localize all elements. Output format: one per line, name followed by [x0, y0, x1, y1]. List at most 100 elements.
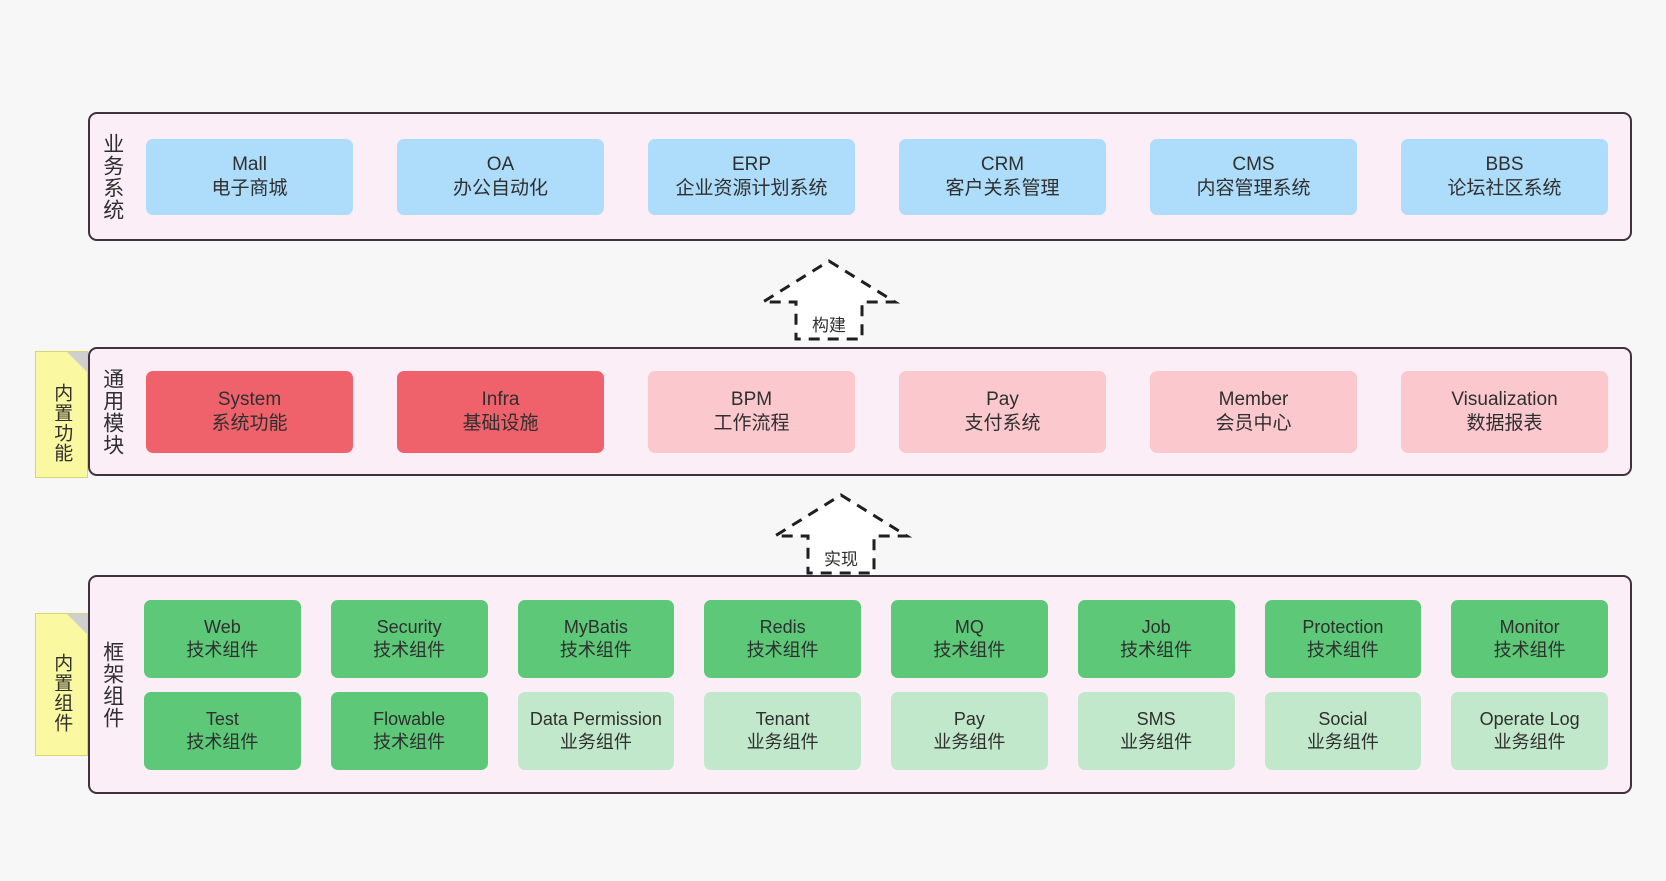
card-title: Job: [1141, 616, 1171, 637]
card-oa[interactable]: OA 办公自动化: [397, 138, 604, 215]
card-tenant[interactable]: Tenant 业务组件: [704, 691, 861, 770]
card-title: Mall: [232, 153, 267, 175]
card-test[interactable]: Test 技术组件: [144, 691, 301, 770]
card-subtitle: 技术组件: [559, 639, 632, 660]
card-subtitle: 支付系统: [964, 412, 1041, 434]
card-title: Operate Log: [1479, 708, 1580, 729]
card-title: Visualization: [1451, 388, 1558, 410]
note-builtin-function: 内置功能: [35, 351, 88, 478]
card-subtitle: 会员中心: [1215, 412, 1292, 434]
note-builtin-component: 内置组件: [35, 613, 88, 756]
card-title: Protection: [1302, 616, 1384, 637]
card-pay-business[interactable]: Pay 业务组件: [891, 691, 1048, 770]
card-bbs[interactable]: BBS 论坛社区系统: [1401, 138, 1608, 215]
card-flowable[interactable]: Flowable 技术组件: [330, 691, 488, 770]
layer-business-systems: 业务系统 Mall 电子商城 OA 办公自动化 ERP 企业资源计划系统 CRM…: [88, 112, 1632, 241]
card-security[interactable]: Security 技术组件: [330, 599, 488, 678]
arrow-implement-shape: [769, 493, 913, 575]
card-social[interactable]: Social 业务组件: [1264, 691, 1422, 770]
card-subtitle: 论坛社区系统: [1447, 177, 1562, 199]
layer-common-modules: 通用模块 System 系统功能 Infra 基础设施 BPM 工作流程 Pay…: [88, 347, 1632, 476]
card-subtitle: 业务组件: [1306, 731, 1379, 752]
card-subtitle: 数据报表: [1466, 412, 1543, 434]
card-monitor[interactable]: Monitor 技术组件: [1451, 599, 1608, 678]
card-subtitle: 业务组件: [1120, 731, 1193, 752]
card-mq[interactable]: MQ 技术组件: [891, 599, 1048, 678]
layer-label-business-systems: 业务系统: [100, 132, 124, 221]
card-subtitle: 技术组件: [746, 639, 819, 660]
card-title: ERP: [731, 153, 772, 175]
card-subtitle: 技术组件: [373, 639, 446, 660]
layer-body-common-modules: System 系统功能 Infra 基础设施 BPM 工作流程 Pay 支付系统…: [134, 349, 1630, 474]
card-protection[interactable]: Protection 技术组件: [1264, 599, 1422, 678]
card-subtitle: 技术组件: [1120, 639, 1193, 660]
card-title: MQ: [954, 616, 984, 637]
card-title: Web: [204, 616, 241, 637]
layer-body-framework-components: Web 技术组件 Security 技术组件 MyBatis 技术组件 Redi…: [134, 577, 1630, 792]
card-subtitle: 电子商城: [211, 177, 288, 199]
layer-framework-components: 框架组件 Web 技术组件 Security 技术组件 MyBatis 技术组件…: [88, 575, 1632, 794]
card-bpm[interactable]: BPM 工作流程: [648, 370, 855, 453]
card-subtitle: 企业资源计划系统: [675, 177, 828, 199]
card-title: BBS: [1485, 153, 1524, 175]
card-system[interactable]: System 系统功能: [146, 370, 353, 453]
card-title: Security: [376, 616, 442, 637]
note-label: 内置组件: [51, 652, 73, 733]
arrow-implement-label: 实现: [824, 550, 858, 569]
card-subtitle: 技术组件: [186, 731, 259, 752]
card-subtitle: 技术组件: [1306, 639, 1379, 660]
card-subtitle: 内容管理系统: [1196, 177, 1311, 199]
layer-body-business-systems: Mall 电子商城 OA 办公自动化 ERP 企业资源计划系统 CRM 客户关系…: [134, 114, 1630, 239]
framework-row-business: Test 技术组件 Flowable 技术组件 Data Permission …: [144, 691, 1608, 770]
card-title: Test: [205, 708, 239, 729]
framework-row-tech: Web 技术组件 Security 技术组件 MyBatis 技术组件 Redi…: [144, 599, 1608, 678]
card-subtitle: 系统功能: [211, 412, 288, 434]
card-subtitle: 技术组件: [933, 639, 1006, 660]
card-subtitle: 工作流程: [713, 412, 790, 434]
card-title: Member: [1218, 388, 1289, 410]
card-title: CRM: [980, 153, 1025, 175]
card-operate-log[interactable]: Operate Log 业务组件: [1451, 691, 1608, 770]
card-title: MyBatis: [563, 616, 628, 637]
card-pay[interactable]: Pay 支付系统: [899, 370, 1106, 453]
arrow-build-shape: [757, 259, 901, 341]
card-crm[interactable]: CRM 客户关系管理: [899, 138, 1106, 215]
card-data-permission[interactable]: Data Permission 业务组件: [517, 691, 675, 770]
card-web[interactable]: Web 技术组件: [144, 599, 301, 678]
card-title: Flowable: [373, 708, 446, 729]
card-mybatis[interactable]: MyBatis 技术组件: [517, 599, 675, 678]
arrow-build: 构建: [757, 258, 901, 342]
note-fold-corner-icon: [67, 352, 87, 372]
card-title: Monitor: [1499, 616, 1560, 637]
card-subtitle: 基础设施: [462, 412, 539, 434]
card-subtitle: 技术组件: [1493, 639, 1566, 660]
card-subtitle: 业务组件: [1493, 731, 1566, 752]
card-infra[interactable]: Infra 基础设施: [397, 370, 604, 453]
card-subtitle: 技术组件: [373, 731, 446, 752]
card-subtitle: 业务组件: [933, 731, 1006, 752]
card-subtitle: 技术组件: [186, 639, 259, 660]
card-subtitle: 业务组件: [559, 731, 632, 752]
card-job[interactable]: Job 技术组件: [1077, 599, 1235, 678]
note-label: 内置功能: [51, 382, 73, 463]
card-title: Pay: [953, 708, 985, 729]
card-title: SMS: [1136, 708, 1176, 729]
card-member[interactable]: Member 会员中心: [1150, 370, 1357, 453]
card-title: CMS: [1232, 153, 1275, 175]
arrow-implement: 实现: [769, 492, 913, 576]
layer-label-framework-components: 框架组件: [100, 640, 124, 729]
card-visualization[interactable]: Visualization 数据报表: [1401, 370, 1608, 453]
card-sms[interactable]: SMS 业务组件: [1077, 691, 1235, 770]
card-erp[interactable]: ERP 企业资源计划系统: [648, 138, 855, 215]
arrow-build-label: 构建: [812, 316, 846, 335]
card-title: Redis: [759, 616, 806, 637]
card-mall[interactable]: Mall 电子商城: [146, 138, 353, 215]
layer-label-common-modules: 通用模块: [100, 367, 124, 456]
card-redis[interactable]: Redis 技术组件: [704, 599, 861, 678]
card-title: OA: [486, 153, 515, 175]
card-title: BPM: [730, 388, 773, 410]
card-title: Pay: [986, 388, 1019, 410]
card-title: Social: [1318, 708, 1368, 729]
card-cms[interactable]: CMS 内容管理系统: [1150, 138, 1357, 215]
